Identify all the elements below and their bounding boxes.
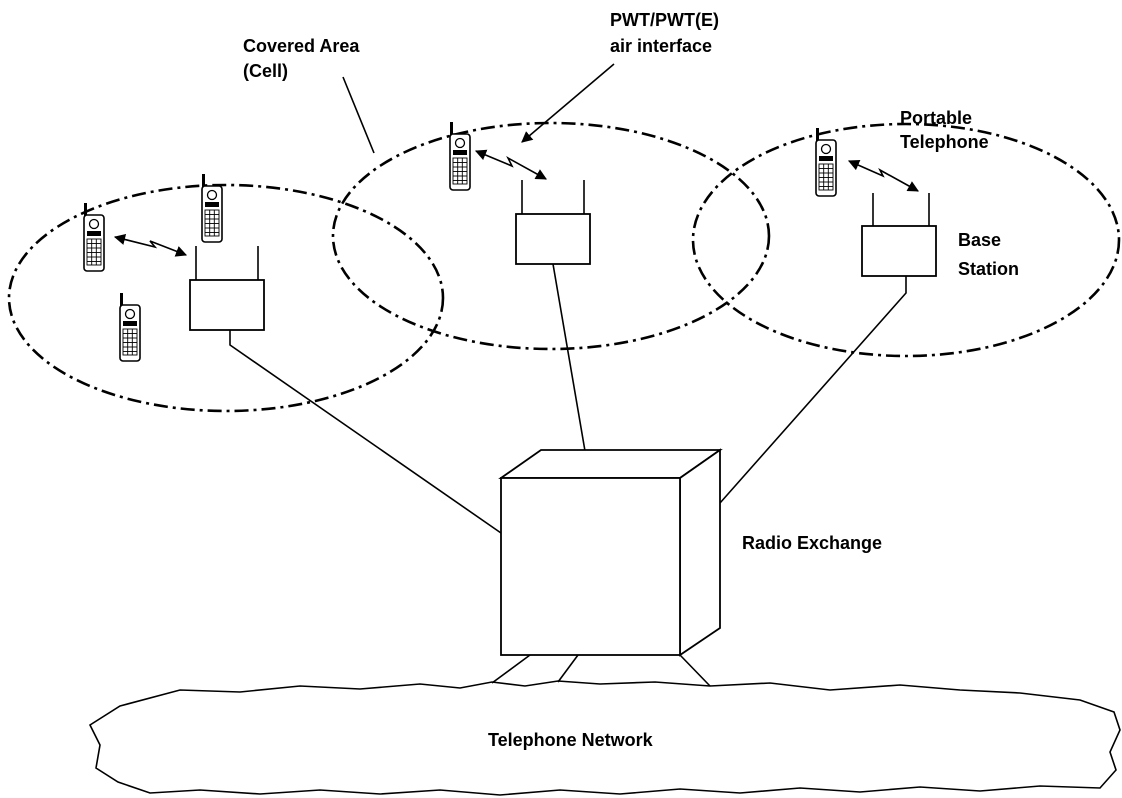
wire-right-base xyxy=(719,276,907,504)
air-interface-label-line1: PWT/PWT(E) xyxy=(610,10,719,30)
telephone-network-label: Telephone Network xyxy=(488,730,654,750)
covered-area-label-line2: (Cell) xyxy=(243,61,288,81)
radio-link-arrow xyxy=(113,234,188,257)
exchange-leg-1 xyxy=(491,654,531,684)
portable-handset-icon xyxy=(83,202,105,272)
telephone-network-cloud xyxy=(88,680,1121,796)
portable-telephone-label-line1: Portable xyxy=(900,108,972,128)
radio-exchange-label: Radio Exchange xyxy=(742,533,882,553)
portable-handset-icon xyxy=(815,127,837,197)
cell-center xyxy=(331,121,771,351)
base-station-icon xyxy=(515,180,591,265)
radio-link-arrow xyxy=(847,159,919,192)
exchange-leg-2 xyxy=(557,654,579,683)
air-interface-leader xyxy=(521,63,615,143)
wire-center-base xyxy=(552,263,586,452)
base-station-icon xyxy=(189,246,265,331)
covered-area-label-line1: Covered Area xyxy=(243,36,360,56)
exchange-leg-3 xyxy=(679,654,711,687)
base-station-label-line1: Base xyxy=(958,230,1001,250)
radio-exchange-icon xyxy=(498,448,723,657)
radio-link-arrow xyxy=(474,149,547,180)
cell-left xyxy=(7,183,445,413)
base-station-label-line2: Station xyxy=(958,259,1019,279)
wire-left-base xyxy=(229,330,502,534)
portable-handset-icon xyxy=(119,292,141,362)
covered-area-leader xyxy=(342,76,375,154)
portable-telephone-label-line2: Telephone xyxy=(900,132,989,152)
base-station-icon xyxy=(861,193,937,277)
cell-right xyxy=(691,122,1121,358)
air-interface-label-line2: air interface xyxy=(610,36,712,56)
